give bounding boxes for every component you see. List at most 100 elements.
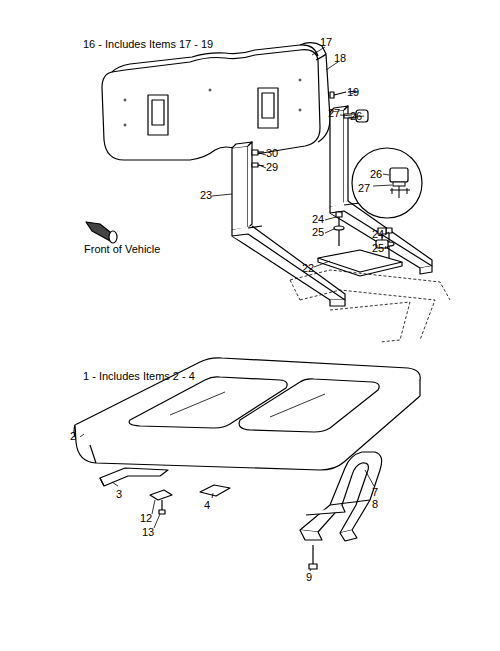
grab-handle: [330, 500, 370, 505]
leader-line: [310, 569, 311, 571]
bolt: [336, 212, 342, 217]
vehicle-frame: [300, 290, 435, 340]
seat-back-support-left: [232, 234, 345, 300]
seat-back: [299, 109, 301, 111]
vehicle-frame: [290, 270, 450, 342]
bushing: [252, 150, 264, 167]
callout-number: 30: [266, 147, 278, 160]
callout-number: 2: [70, 430, 76, 443]
seat-back-support-left: [232, 226, 345, 300]
seat-back-support-left: [248, 226, 262, 228]
seat-bottom: [270, 394, 325, 417]
plate: [159, 510, 165, 514]
leader-line: [80, 434, 84, 437]
leader-line: [212, 47, 389, 267]
seat-back: [152, 100, 164, 125]
leader-line: [212, 493, 213, 498]
pad: [200, 485, 230, 496]
callout-number: 17: [320, 36, 332, 49]
bushing: [252, 150, 258, 155]
callout-number: 26: [370, 168, 382, 181]
bushing: [258, 151, 264, 152]
seat-back: [124, 79, 301, 126]
inset-outline: [352, 148, 422, 218]
vehicle-frame: [330, 302, 410, 342]
seat-bottom: [239, 379, 379, 432]
seat-back: [209, 89, 211, 91]
callout-number: 13: [142, 526, 154, 539]
grab-handle: [306, 505, 345, 515]
bolt: [334, 212, 394, 258]
seat-back-support-left: [232, 146, 248, 230]
seat-back: [124, 124, 126, 126]
seat-bottom: [170, 392, 225, 415]
callout-number: 4: [204, 499, 210, 512]
screw: [309, 564, 317, 569]
seat-back: [258, 88, 278, 128]
leader-line: [365, 470, 374, 486]
seat-back: [262, 93, 274, 118]
callout-number: 7: [372, 486, 378, 499]
callout-number: 27: [358, 182, 370, 195]
callout-number: 25: [312, 226, 324, 239]
bolt: [338, 217, 339, 246]
callout-number: 25: [372, 242, 384, 255]
seat-back-support-left: [232, 142, 345, 306]
callout-number: 27: [328, 107, 340, 120]
callout-number: 12: [140, 512, 152, 525]
screw: [334, 92, 346, 95]
kit-note: 1 - Includes Items 2 - 4: [83, 370, 195, 383]
callout-number: 24: [372, 228, 384, 241]
leader-line: [314, 261, 330, 267]
grab-handle: [300, 452, 382, 533]
screw: [330, 92, 334, 98]
vehicle-frame: [290, 280, 300, 300]
callout-number: 8: [372, 498, 378, 511]
leader-line: [80, 434, 374, 571]
seat-back-support-right: [344, 106, 348, 205]
seat-hinge-bracket: [100, 468, 168, 486]
seat-back: [124, 99, 126, 101]
leader-line: [385, 246, 386, 249]
callout-number: 24: [312, 213, 324, 226]
front-arrow: [86, 222, 117, 243]
grab-handle: [340, 530, 357, 541]
screw: [312, 545, 313, 565]
detail-inset: 2627: [350, 146, 424, 220]
plate: [150, 490, 172, 500]
leader-line: [152, 500, 155, 514]
seat-hinge-bracket: [100, 478, 104, 486]
knob: [390, 168, 408, 182]
front-arrow: [109, 231, 117, 243]
callout-number: 26: [350, 110, 362, 123]
vehicle-frame: [290, 270, 450, 300]
leader-line: [325, 229, 334, 233]
plate: [150, 490, 172, 514]
washer: [393, 182, 405, 186]
seat-back: [102, 43, 330, 160]
callout-number: 23: [200, 189, 212, 202]
screw: [309, 545, 317, 569]
grab-handle: [300, 452, 382, 541]
callout-number: 29: [266, 161, 278, 174]
seat-back: [316, 54, 330, 142]
leader-line: [112, 482, 118, 486]
leader-line: [212, 194, 232, 196]
seat-hinge-bracket: [100, 468, 168, 486]
seat-back-support-right: [344, 203, 360, 205]
seat-back: [102, 50, 320, 160]
callout-number: 19: [347, 86, 359, 99]
bolt: [334, 226, 344, 230]
pad: [200, 485, 230, 496]
leader-line: [385, 232, 389, 235]
leader-line: [325, 217, 336, 220]
seat-back-support-left: [330, 300, 345, 306]
leader-line: [259, 165, 266, 168]
threaded-stud: [390, 186, 410, 198]
grab-handle: [300, 530, 322, 540]
leader-line: [312, 47, 325, 55]
kit-note: 16 - Includes Items 17 - 19: [83, 38, 213, 51]
seat-back: [299, 79, 301, 81]
callout-number: 3: [116, 488, 122, 501]
